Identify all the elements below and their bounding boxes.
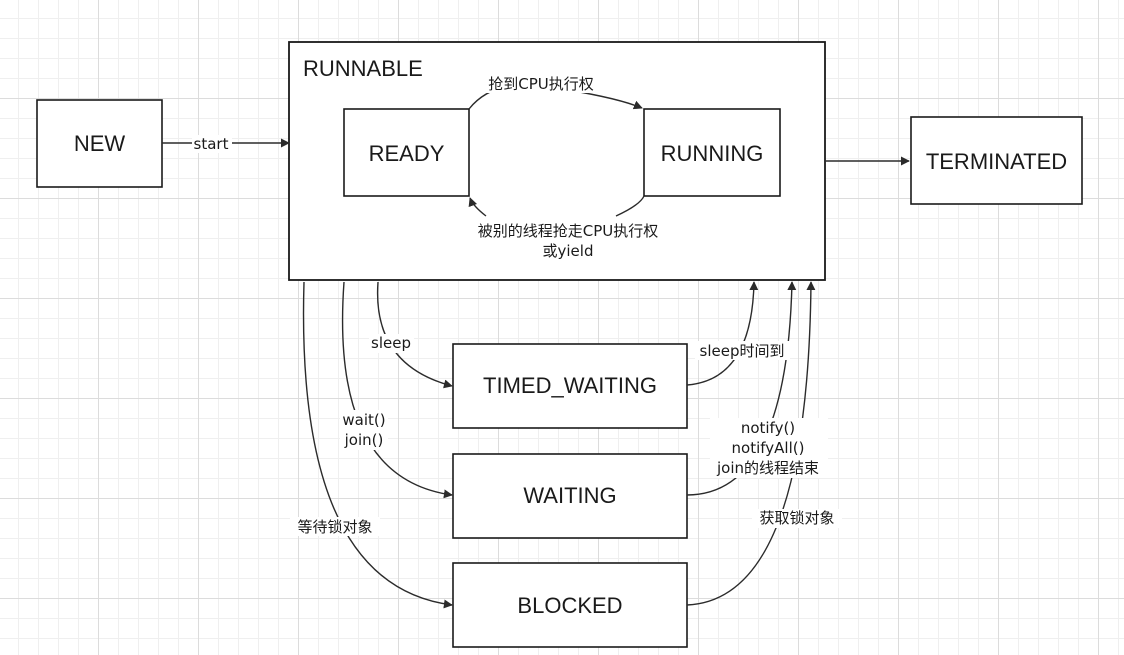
start-label-bg (192, 135, 232, 153)
label-ready-to-running: 抢到CPU执行权 (488, 75, 594, 93)
edge-running-to-ready-end (468, 197, 487, 217)
terminated-state[interactable]: TERMINATED (910, 116, 1083, 205)
timed-waiting-box (452, 343, 688, 429)
ready-state[interactable]: READY (343, 108, 470, 197)
timed-waiting-label: TIMED_WAITING (483, 373, 657, 398)
wait-lock-label-bg (290, 517, 380, 536)
label-wait: wait() (342, 411, 385, 429)
running-state[interactable]: RUNNING (643, 108, 781, 197)
new-box (36, 99, 163, 188)
ready-box (343, 108, 470, 197)
new-state[interactable]: NEW (36, 99, 163, 188)
terminated-label: TERMINATED (926, 149, 1067, 174)
label-start: start (194, 135, 229, 153)
get-lock-label-bg (752, 509, 842, 528)
label-join-finished: join的线程结束 (716, 459, 819, 477)
label-join: join() (344, 431, 384, 449)
waiting-box (452, 453, 688, 539)
label-get-lock: 获取锁对象 (759, 509, 834, 527)
wait-label-bg (340, 410, 388, 450)
sleep-label-bg (369, 334, 414, 353)
label-sleep-done: sleep时间到 (700, 342, 785, 360)
label-sleep: sleep (371, 334, 411, 352)
ready-label: READY (369, 141, 445, 166)
ready-to-running-label-bg (481, 74, 601, 93)
label-notify: notify() (741, 419, 795, 437)
label-running-to-ready-2: 或yield (543, 242, 594, 260)
edge-running-to-ready-start (615, 195, 645, 217)
label-wait-lock: 等待锁对象 (297, 518, 372, 536)
edge-wait (341, 281, 453, 499)
waiting-label: WAITING (523, 483, 616, 508)
label-notify-all: notifyAll() (732, 439, 805, 457)
sleep-done-label-bg (695, 341, 790, 360)
label-running-to-ready-1: 被别的线程抢走CPU执行权 (478, 222, 659, 240)
edge-wait-lock (302, 281, 453, 609)
notify-label-bg (710, 418, 828, 478)
blocked-box (452, 562, 688, 648)
timed-waiting-state[interactable]: TIMED_WAITING (452, 343, 688, 429)
blocked-label: BLOCKED (517, 593, 622, 618)
running-box (643, 108, 781, 197)
runnable-label: RUNNABLE (303, 56, 423, 81)
running-label: RUNNING (661, 141, 764, 166)
blocked-state[interactable]: BLOCKED (452, 562, 688, 648)
edge-sleep-done (686, 281, 759, 386)
waiting-state[interactable]: WAITING (452, 453, 688, 539)
terminated-box (910, 116, 1083, 205)
new-label: NEW (74, 131, 126, 156)
